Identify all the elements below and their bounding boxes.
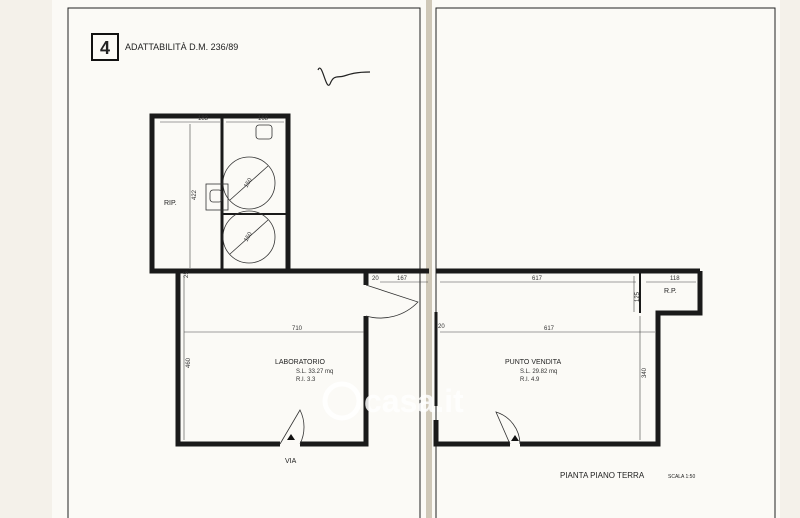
- wall-shop-right: [520, 271, 703, 447]
- room-lab-area: S.L. 33.27 mq: [296, 369, 333, 375]
- wall-shop-bottom: [433, 420, 510, 447]
- signature: [317, 67, 371, 86]
- dim-mid-2: 617: [532, 276, 543, 282]
- sheet-number: 4: [100, 38, 110, 58]
- room-shop-name: PUNTO VENDITA: [505, 359, 561, 366]
- entrance-arrow-shop: [511, 435, 519, 441]
- dim-small-1: 20: [372, 276, 379, 282]
- wc-bowl: [209, 189, 223, 203]
- frame-left: [67, 7, 421, 518]
- dim-mid-1: 167: [397, 276, 408, 282]
- room-rp-label: R.P.: [664, 288, 677, 295]
- watermark-logo: [322, 381, 362, 421]
- circle1-diameter: [229, 165, 269, 201]
- left-page: [52, 0, 426, 518]
- wall-lab-right: [300, 316, 369, 447]
- plan-title: PIANTA PIANO TERRA: [560, 471, 645, 480]
- watermark-text: casa.it: [364, 383, 464, 419]
- room-shop-ratio: R.I. 4.9: [520, 377, 540, 383]
- dim-shop-full: 617: [544, 326, 555, 332]
- frame-right: [435, 7, 776, 518]
- sheet-number-box: [91, 33, 119, 61]
- wall-upper-block: [149, 113, 291, 274]
- street-label: VIA: [285, 458, 297, 465]
- washbasin: [255, 124, 273, 140]
- door-lab-street: [279, 409, 305, 445]
- wheelchair-circle-1: [222, 156, 276, 210]
- wall-lab-left-bottom: [175, 271, 280, 447]
- dim-rp-vert: 125: [635, 291, 641, 302]
- dim-shop-vert: 340: [642, 367, 648, 378]
- dim-top-mid: 168: [258, 116, 269, 122]
- sheet-title: ADATTABILITÀ D.M. 236/89: [125, 42, 238, 52]
- entrance-arrow-lab: [287, 434, 295, 440]
- dim-circle-1: 150: [244, 177, 255, 189]
- dim-small-3: 20: [438, 324, 445, 330]
- right-page: [432, 0, 780, 518]
- dim-lab-vert: 460: [186, 357, 192, 368]
- dim-rip-vert: 422: [192, 189, 198, 200]
- room-shop-area: S.L. 29.82 mq: [520, 369, 557, 375]
- dim-top-left: 183: [198, 116, 209, 122]
- room-lab-name: LABORATORIO: [275, 359, 325, 366]
- dim-small-2: 25: [184, 271, 190, 278]
- door-shop-street: [495, 411, 521, 445]
- room-rip-label: RIP.: [164, 200, 177, 207]
- dim-rp: 118: [670, 276, 680, 282]
- door-lab-shop: [365, 284, 419, 319]
- dim-lab-full: 710: [292, 326, 303, 332]
- wc-fixture: [205, 183, 229, 211]
- room-lab-ratio: R.I. 3.3: [296, 377, 316, 383]
- wheelchair-circle-2: [222, 210, 276, 264]
- dim-circle-2: 150: [244, 231, 255, 243]
- circle2-diameter: [229, 219, 269, 255]
- plan-scale: SCALA 1:50: [668, 474, 695, 480]
